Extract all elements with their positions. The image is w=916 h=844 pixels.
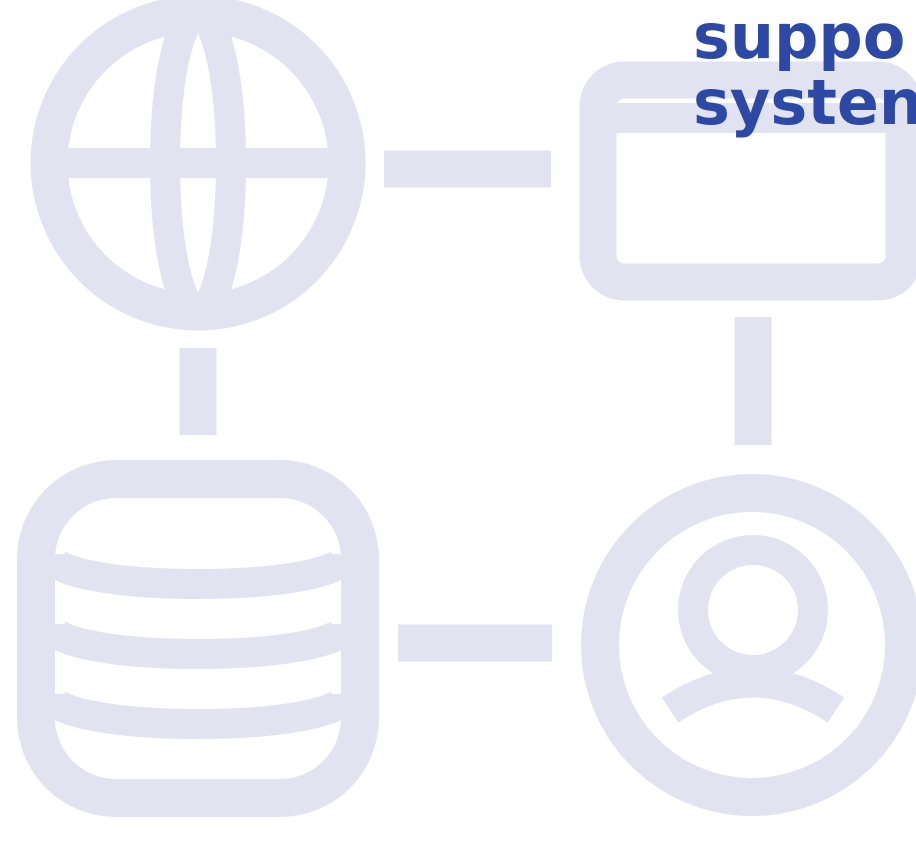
browser-window-icon [579,61,916,301]
headline-line: suppo [693,0,906,73]
headline-text: thirds suppo systen [693,0,916,136]
headline-line: systen [693,66,916,139]
globe-icon [30,0,366,331]
headline-line: thirds [693,0,916,4]
user-profile-icon [581,474,916,816]
database-icon [17,460,379,817]
